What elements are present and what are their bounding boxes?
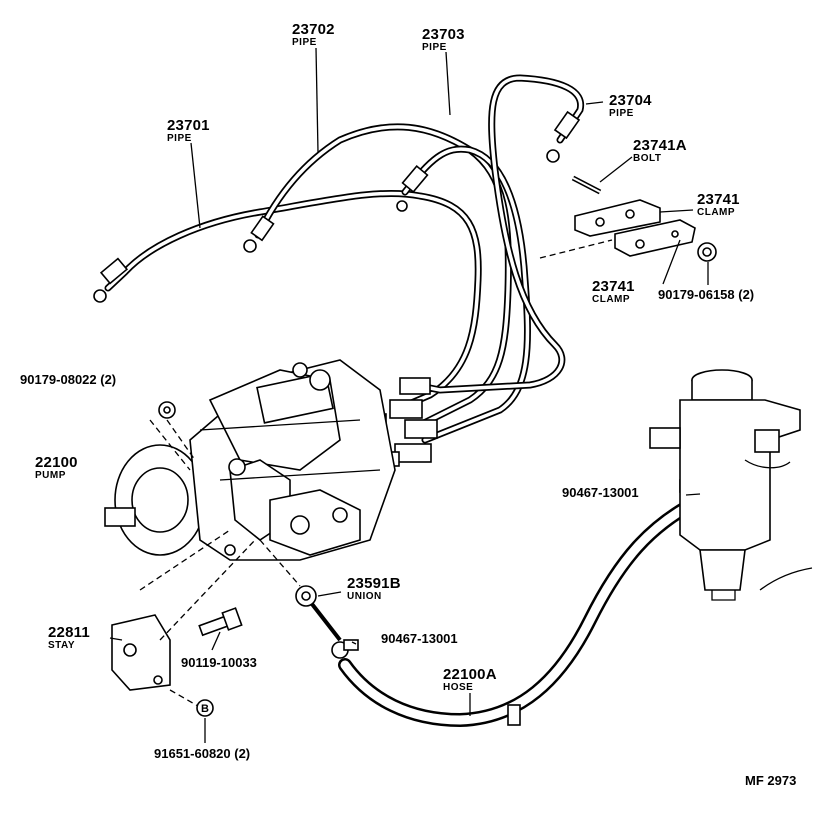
callout-22811-number: 22811 [48, 624, 90, 641]
marker-b-text: B [201, 703, 209, 715]
bolt-23741a [571, 175, 602, 195]
callout-23591b-number: 23591B [347, 575, 401, 592]
callout-23703-number: 23703 [422, 26, 465, 43]
clamp-23741-lower [614, 219, 696, 257]
nut-90179-06158 [697, 242, 717, 262]
pump-22100 [104, 359, 396, 561]
callout-22100-name: PUMP [35, 470, 66, 481]
callout-23741-lower-number: 23741 [592, 278, 635, 295]
callout-22100a-name: HOSE [443, 682, 474, 693]
callout-91651-60820: 91651-60820 (2) [154, 746, 251, 761]
callout-23704-name: PIPE [609, 108, 634, 119]
stay-22811 [111, 614, 171, 691]
bolt-90119-10033 [198, 607, 243, 637]
callout-23741-upper-name: CLAMP [697, 207, 736, 218]
callout-23701-name: PIPE [167, 133, 192, 144]
callout-23702-name: PIPE [292, 37, 317, 48]
callout-23741-lower-name: CLAMP [592, 294, 631, 305]
callout-23741-upper-number: 23741 [697, 191, 740, 208]
callout-23702-number: 23702 [292, 21, 335, 38]
pipe-23703 [401, 145, 531, 444]
nut-90179-08022 [158, 401, 176, 419]
figure-code: MF 2973 [745, 773, 797, 788]
hose-22100a [338, 493, 707, 728]
pipe-23704 [411, 74, 585, 394]
callout-22811-name: STAY [48, 640, 76, 651]
callout-22100-number: 22100 [35, 454, 78, 471]
fuel-filter [649, 369, 813, 601]
callout-23591b-name: UNION [347, 591, 382, 602]
callout-23703-name: PIPE [422, 42, 447, 53]
callout-23741a-name: BOLT [633, 153, 662, 164]
leader-lines [109, 47, 709, 743]
callout-90179-08022: 90179-08022 (2) [20, 372, 117, 387]
pipe-23701 [104, 189, 482, 414]
callout-23704-number: 23704 [609, 92, 652, 109]
callout-90467-13001-lower: 90467-13001 [381, 631, 458, 646]
reference-marker-b: B [196, 699, 214, 717]
pipe-fittings [93, 110, 581, 467]
callout-90179-06158: 90179-06158 (2) [658, 287, 755, 302]
clamp-23741-upper [574, 199, 661, 237]
union-23591b [295, 585, 342, 642]
callout-23701-number: 23701 [167, 117, 210, 134]
callout-23741a-number: 23741A [633, 137, 687, 154]
callout-90467-13001-upper: 90467-13001 [562, 485, 639, 500]
callout-90119-10033: 90119-10033 [181, 655, 257, 670]
clip-90467-13001-lower [331, 639, 359, 659]
callout-22100a-number: 22100A [443, 666, 497, 683]
